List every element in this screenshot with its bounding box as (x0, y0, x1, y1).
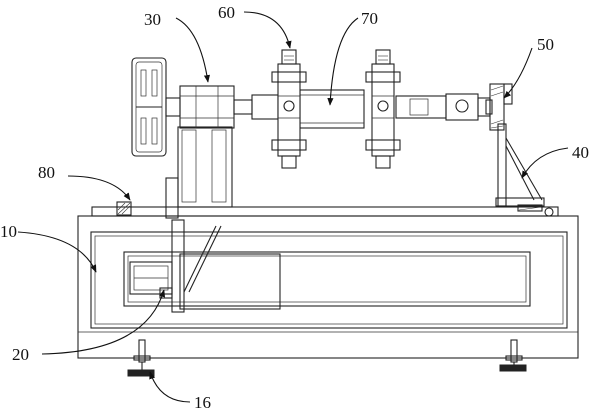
label-70: 70 (361, 9, 378, 28)
label-30: 30 (144, 10, 161, 29)
leveling-foot-left (127, 339, 155, 377)
label-60: 60 (218, 3, 235, 22)
drive-unit (129, 219, 222, 313)
leveling-foot-right (499, 339, 527, 372)
sensor-head (485, 83, 513, 131)
leader-lines (17, 11, 569, 403)
label-20: 20 (12, 345, 29, 364)
inner-rail (123, 251, 531, 310)
label-40: 40 (572, 143, 589, 162)
handwheel (131, 57, 181, 157)
clamp-left (271, 49, 307, 169)
stop-block (116, 201, 132, 216)
main-shaft (251, 89, 491, 129)
clamp-right (365, 49, 401, 169)
base-frame (77, 206, 579, 359)
label-50: 50 (537, 35, 554, 54)
motor-housing (165, 85, 253, 219)
label-80: 80 (38, 163, 55, 182)
label-10: 10 (0, 222, 17, 241)
label-16: 16 (194, 393, 211, 412)
support-bracket (495, 123, 554, 217)
